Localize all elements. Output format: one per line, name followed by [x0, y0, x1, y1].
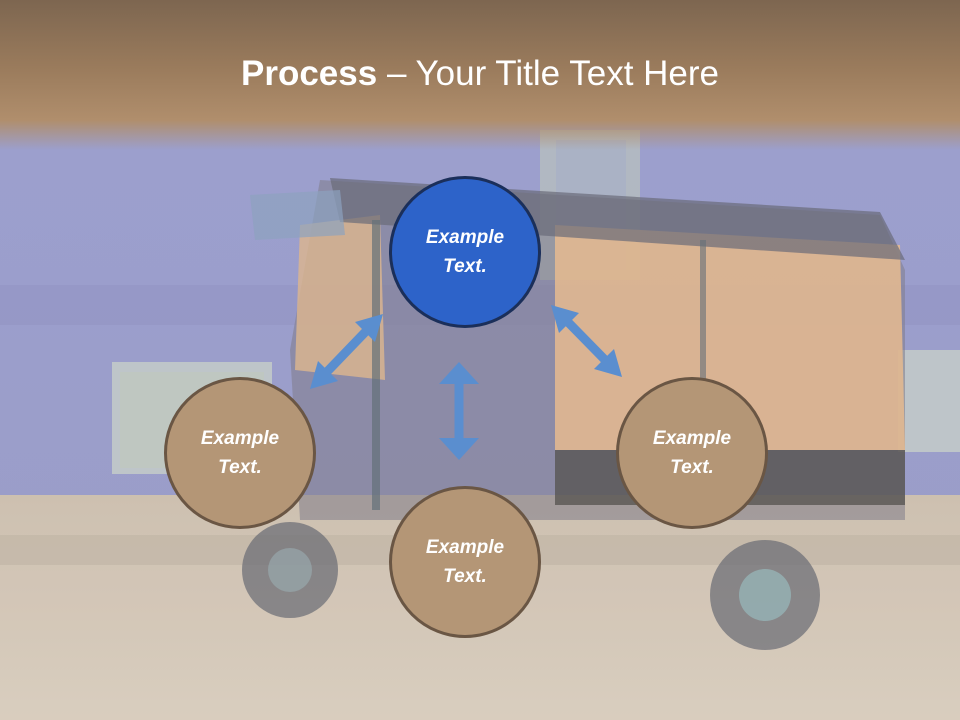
- process-step-top[interactable]: Example Text.: [389, 176, 541, 328]
- process-step-right[interactable]: Example Text.: [616, 377, 768, 529]
- title-bold: Process: [241, 54, 378, 93]
- arrow-vertical: [439, 362, 479, 460]
- slide-title: Process – Your Title Text Here: [0, 52, 960, 96]
- title-rest: – Your Title Text Here: [377, 54, 719, 93]
- title-bar: [0, 0, 960, 150]
- step-left-text: Example Text.: [200, 428, 280, 478]
- process-step-left[interactable]: Example Text.: [164, 377, 316, 529]
- arrow-left-diagonal: [310, 314, 383, 389]
- step-top-text: Example Text.: [425, 227, 505, 277]
- step-right-text: Example Text.: [652, 428, 732, 478]
- step-bottom-text: Example Text.: [425, 537, 505, 587]
- process-step-bottom[interactable]: Example Text.: [389, 486, 541, 638]
- arrow-right-diagonal: [551, 305, 622, 377]
